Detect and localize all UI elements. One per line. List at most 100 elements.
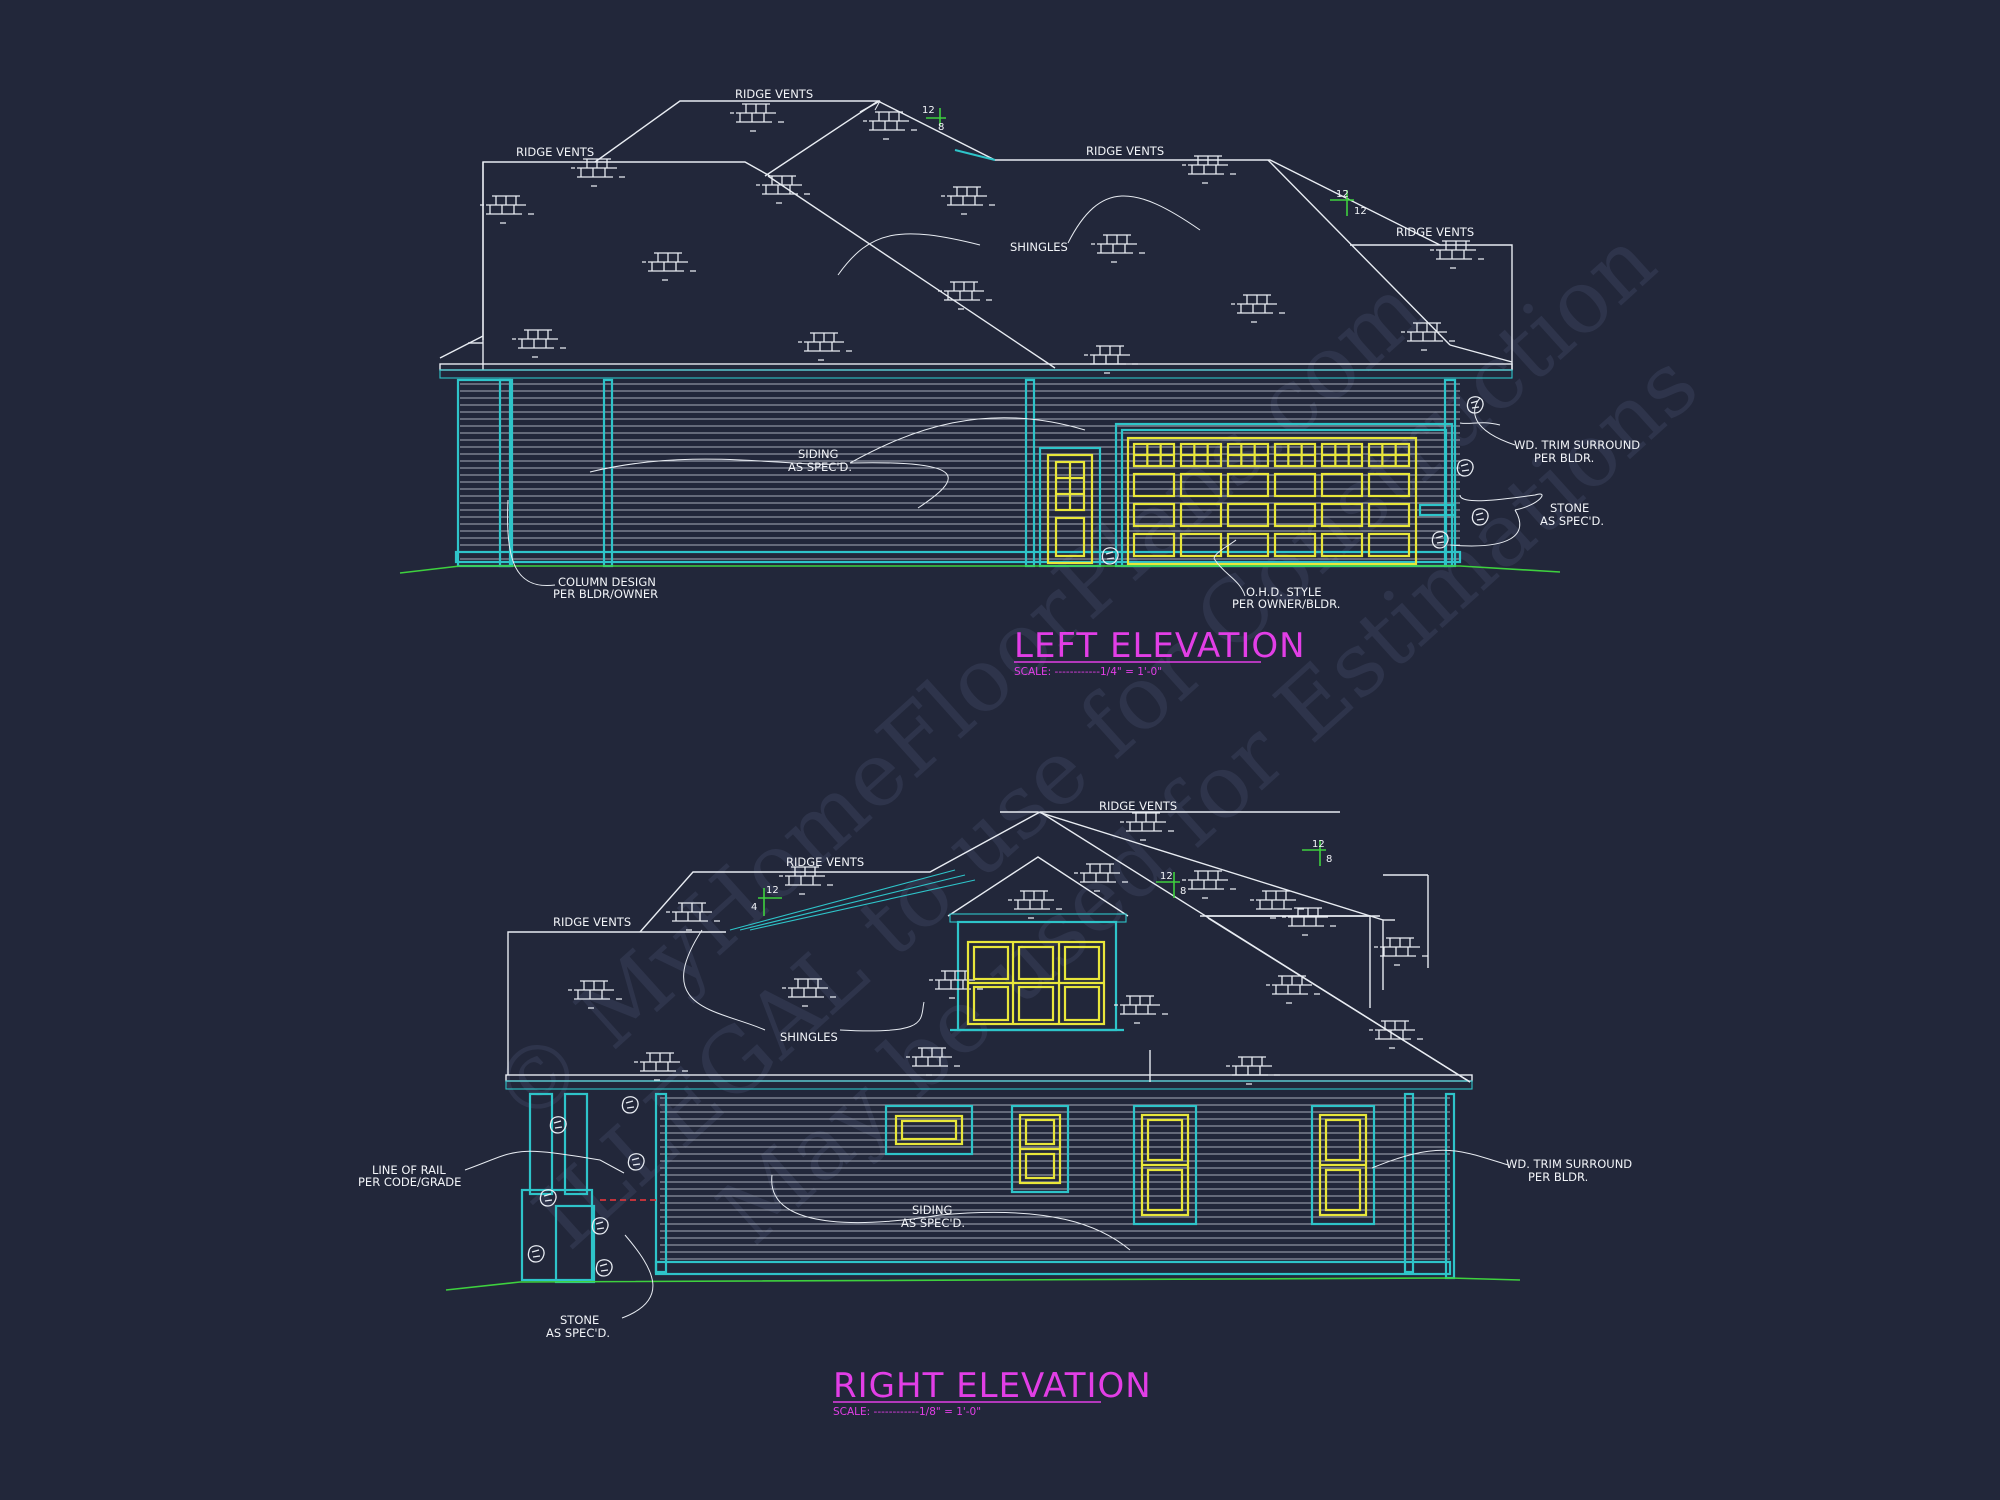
garage-panel [1320,502,1364,528]
shingle-mark [1225,1056,1281,1085]
right-slope-symbol-3: 12 4 [751,885,782,916]
right-slope-symbol-2: 12 8 [1156,871,1186,898]
left-grade-line [399,565,1561,574]
right-label-shingles: SHINGLES [780,1030,838,1044]
shingle-mark [479,195,535,224]
right-grade-line [445,1277,1521,1291]
left-slope-symbol-2: 12 12 [1330,189,1367,217]
slope-run: 8 [1326,854,1332,865]
left-label-stone: STONE [1550,501,1589,515]
right-elevation-title-block: RIGHT ELEVATION SCALE: ------------1/8" … [833,1366,1152,1418]
right-roof [505,811,1473,1090]
garage-panel [1367,532,1411,558]
shingle-mark [511,329,567,358]
slope-run: 8 [938,122,944,133]
shingle-mark [1090,234,1146,263]
right-elevation: RIDGE VENTS RIDGE VENTS RIDGE VENTS SHIN… [358,799,1632,1418]
right-slope-symbol-1: 12 8 [1302,839,1332,866]
shingle-mark [1230,294,1286,323]
right-label-siding-spec: AS SPEC'D. [901,1216,965,1230]
dormer-window [966,940,1106,1026]
shingle-mark [1113,995,1169,1024]
right-window-2 [1010,1104,1070,1194]
left-label-siding: SIDING [798,447,838,461]
right-label-trim-bldr: PER BLDR. [1528,1170,1588,1184]
garage-panel [1179,472,1223,498]
shingle-mark [940,186,996,215]
right-walls [520,1092,1456,1284]
right-label-rail: LINE OF RAIL [372,1163,446,1177]
slope-rise: 12 [1336,189,1349,200]
right-label-trim: WD. TRIM SURROUND [1506,1157,1632,1171]
shingle-mark [1265,975,1321,1004]
shingle-mark [641,252,697,281]
left-label-column: COLUMN DESIGN [558,575,656,589]
right-elevation-title: RIGHT ELEVATION [833,1366,1152,1406]
garage-panel [1179,502,1223,528]
slope-run: 4 [751,902,757,913]
stone-mark [595,1259,613,1277]
shingle-mark [797,332,853,361]
garage-panel [1273,472,1317,498]
right-window-3 [1132,1104,1198,1226]
garage-panel [1367,472,1411,498]
left-label-shingles: SHINGLES [1010,240,1068,254]
left-label-trim: WD. TRIM SURROUND [1514,438,1640,452]
left-label-trim-bldr: PER BLDR. [1534,451,1594,465]
garage-panel [1367,502,1411,528]
garage-panel [1273,502,1317,528]
shingle-mark [1083,345,1139,374]
right-label-ridge-vents-top: RIDGE VENTS [1099,799,1177,813]
left-label-ridge-vents-top: RIDGE VENTS [735,87,813,101]
right-window-4 [1310,1104,1376,1226]
garage-door [1126,436,1418,566]
right-label-stone-spec: AS SPEC'D. [546,1326,610,1340]
left-label-ridge-vents-mid: RIDGE VENTS [1086,144,1164,158]
shingle-mark [1249,890,1305,919]
garage-panel [1320,532,1364,558]
left-label-ridge-vents-left: RIDGE VENTS [516,145,594,159]
left-slope-symbol-1: 12 8 [922,105,946,133]
slope-rise: 12 [766,885,779,896]
left-elevation-title: LEFT ELEVATION [1014,626,1306,666]
right-label-rail-grade: PER CODE/GRADE [358,1175,461,1189]
right-label-ridge-vents-left: RIDGE VENTS [553,915,631,929]
left-label-ohd: O.H.D. STYLE [1246,585,1322,599]
right-leaders [464,929,1509,1319]
garage-panel [1226,472,1270,498]
shingle-mark [1281,907,1337,936]
shingle-mark [729,103,785,132]
stone-mark [527,1245,545,1263]
left-label-column-owner: PER BLDR/OWNER [553,587,658,601]
left-label-ridge-vents-right: RIDGE VENTS [1396,225,1474,239]
left-elevation-scale: SCALE: ------------1/4" = 1'-0" [1014,666,1162,678]
slope-rise: 12 [922,105,935,116]
right-elevation-scale: SCALE: ------------1/8" = 1'-0" [833,1406,981,1418]
slope-rise: 12 [1160,871,1173,882]
garage-panel [1320,472,1364,498]
shingle-mark [570,158,626,187]
shingle-mark [1373,937,1429,966]
shingle-mark [1368,1020,1424,1049]
right-window-1 [884,1104,974,1156]
right-label-ridge-vents-mid: RIDGE VENTS [786,855,864,869]
left-elevation: RIDGE VENTS RIDGE VENTS RIDGE VENTS RIDG… [399,87,1640,678]
left-leaders [507,100,1543,597]
left-elevation-title-block: LEFT ELEVATION SCALE: ------------1/4" =… [1014,626,1306,678]
slope-run: 8 [1180,886,1186,897]
right-label-siding: SIDING [912,1203,952,1217]
garage-panel [1179,532,1223,558]
right-label-stone: STONE [560,1313,599,1327]
garage-panel [1273,532,1317,558]
left-label-siding-spec: AS SPEC'D. [788,460,852,474]
left-label-stone-spec: AS SPEC'D. [1540,514,1604,528]
garage-panel [1132,532,1176,558]
left-label-ohd-owner: PER OWNER/BLDR. [1232,597,1340,611]
slope-rise: 12 [1312,839,1325,850]
garage-panel [1226,502,1270,528]
left-roof [439,100,1513,379]
garage-panel [1132,472,1176,498]
slope-run: 12 [1354,206,1367,217]
garage-panel [1132,502,1176,528]
